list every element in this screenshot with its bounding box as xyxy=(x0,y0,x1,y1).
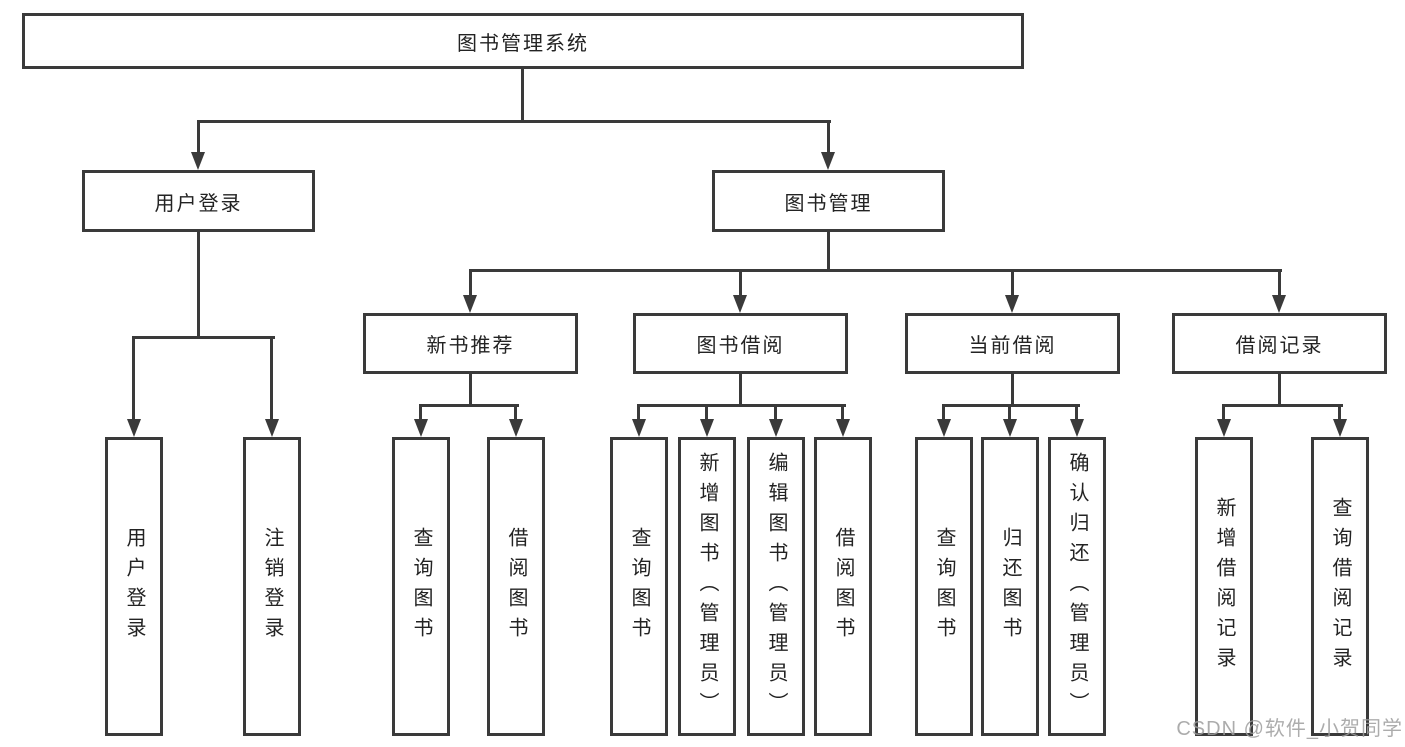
arrow-down-icon xyxy=(265,419,279,437)
leaf-add-books-admin: 新增图书（管理员） xyxy=(678,437,736,736)
arrow-down-icon xyxy=(191,152,205,170)
leaf-query-borrow-record-label: 查询借阅记录 xyxy=(1329,496,1351,677)
leaf-confirm-return-admin: 确认归还（管理员） xyxy=(1048,437,1106,736)
connector-drop xyxy=(841,404,844,422)
connector-drop-book-borrow xyxy=(739,269,742,299)
leaf-add-borrow-record-label: 新增借阅记录 xyxy=(1213,496,1235,677)
connector-current-borrow-stem xyxy=(1011,374,1014,407)
leaf-add-borrow-record: 新增借阅记录 xyxy=(1195,437,1253,736)
connector-drop xyxy=(1222,404,1225,422)
connector-new-book-recommend-stem xyxy=(469,374,472,407)
leaf-logout: 注销登录 xyxy=(243,437,301,736)
leaf-borrow-query-books: 查询图书 xyxy=(610,437,668,736)
connector-book-management-bus xyxy=(469,269,1282,272)
arrow-down-icon xyxy=(414,419,428,437)
connector-borrow-records-bus xyxy=(1222,404,1343,407)
arrow-down-icon xyxy=(463,295,477,313)
node-new-book-recommend: 新书推荐 xyxy=(363,313,578,374)
arrow-down-icon xyxy=(1217,419,1231,437)
node-root-label: 图书管理系统 xyxy=(457,32,589,55)
arrow-down-icon xyxy=(700,419,714,437)
connector-drop xyxy=(942,404,945,422)
leaf-logout-label: 注销登录 xyxy=(261,526,283,647)
leaf-borrow-books-label: 借阅图书 xyxy=(832,526,854,647)
node-user-login-label: 用户登录 xyxy=(154,192,243,215)
connector-root-stem xyxy=(521,69,524,123)
node-borrow-records-label: 借阅记录 xyxy=(1235,335,1324,357)
connector-drop xyxy=(1075,404,1078,422)
arrow-down-icon xyxy=(769,419,783,437)
arrow-down-icon xyxy=(937,419,951,437)
csdn-watermark: CSDN @软件_小贺同学 xyxy=(1176,718,1403,740)
arrow-down-icon xyxy=(821,152,835,170)
leaf-recommend-query-books-label: 查询图书 xyxy=(410,526,432,647)
connector-user-login-stem xyxy=(197,232,200,338)
leaf-return-books: 归还图书 xyxy=(981,437,1039,736)
leaf-user-login: 用户登录 xyxy=(105,437,163,736)
leaf-recommend-borrow-books: 借阅图书 xyxy=(487,437,545,736)
connector-drop xyxy=(514,404,517,422)
node-book-management: 图书管理 xyxy=(712,170,945,232)
leaf-add-books-admin-label: 新增图书（管理员） xyxy=(696,451,718,722)
node-book-borrow-label: 图书借阅 xyxy=(696,335,785,357)
arrow-down-icon xyxy=(1272,295,1286,313)
connector-drop-leaf-logout xyxy=(270,336,273,421)
node-borrow-records: 借阅记录 xyxy=(1172,313,1387,374)
node-current-borrow-label: 当前借阅 xyxy=(968,335,1057,357)
connector-drop xyxy=(1008,404,1011,422)
connector-drop-book-management xyxy=(827,120,830,154)
arrow-down-icon xyxy=(733,295,747,313)
connector-drop xyxy=(419,404,422,422)
connector-drop xyxy=(774,404,777,422)
leaf-recommend-query-books: 查询图书 xyxy=(392,437,450,736)
connector-book-borrow-stem xyxy=(739,374,742,407)
connector-drop-current-borrow xyxy=(1011,269,1014,299)
connector-drop-user-login xyxy=(197,120,200,154)
connector-user-login-bus xyxy=(132,336,275,339)
connector-drop-borrow-records xyxy=(1278,269,1281,299)
arrow-down-icon xyxy=(1005,295,1019,313)
connector-drop-leaf-user-login xyxy=(132,336,135,421)
node-user-login: 用户登录 xyxy=(82,170,315,232)
arrow-down-icon xyxy=(1070,419,1084,437)
connector-borrow-records-stem xyxy=(1278,374,1281,407)
leaf-current-query-books: 查询图书 xyxy=(915,437,973,736)
leaf-borrow-books: 借阅图书 xyxy=(814,437,872,736)
connector-drop xyxy=(1338,404,1341,422)
connector-current-borrow-bus xyxy=(942,404,1080,407)
node-book-borrow: 图书借阅 xyxy=(633,313,848,374)
connector-drop xyxy=(637,404,640,422)
leaf-edit-books-admin-label: 编辑图书（管理员） xyxy=(765,451,787,722)
leaf-borrow-query-books-label: 查询图书 xyxy=(628,526,650,647)
arrow-down-icon xyxy=(127,419,141,437)
leaf-user-login-label: 用户登录 xyxy=(123,526,145,647)
node-current-borrow: 当前借阅 xyxy=(905,313,1120,374)
connector-drop xyxy=(705,404,708,422)
connector-book-borrow-bus xyxy=(637,404,846,407)
node-root: 图书管理系统 xyxy=(22,13,1024,69)
arrow-down-icon xyxy=(836,419,850,437)
node-new-book-recommend-label: 新书推荐 xyxy=(426,335,515,357)
connector-new-book-recommend-bus xyxy=(419,404,519,407)
arrow-down-icon xyxy=(632,419,646,437)
leaf-return-books-label: 归还图书 xyxy=(999,526,1021,647)
arrow-down-icon xyxy=(1003,419,1017,437)
leaf-edit-books-admin: 编辑图书（管理员） xyxy=(747,437,805,736)
connector-book-management-stem xyxy=(827,232,830,272)
leaf-current-query-books-label: 查询图书 xyxy=(933,526,955,647)
leaf-query-borrow-record: 查询借阅记录 xyxy=(1311,437,1369,736)
leaf-confirm-return-admin-label: 确认归还（管理员） xyxy=(1066,451,1088,722)
leaf-recommend-borrow-books-label: 借阅图书 xyxy=(505,526,527,647)
connector-drop-new-book-recommend xyxy=(469,269,472,299)
connector-root-bus xyxy=(197,120,831,123)
node-book-management-label: 图书管理 xyxy=(784,192,873,215)
arrow-down-icon xyxy=(509,419,523,437)
arrow-down-icon xyxy=(1333,419,1347,437)
